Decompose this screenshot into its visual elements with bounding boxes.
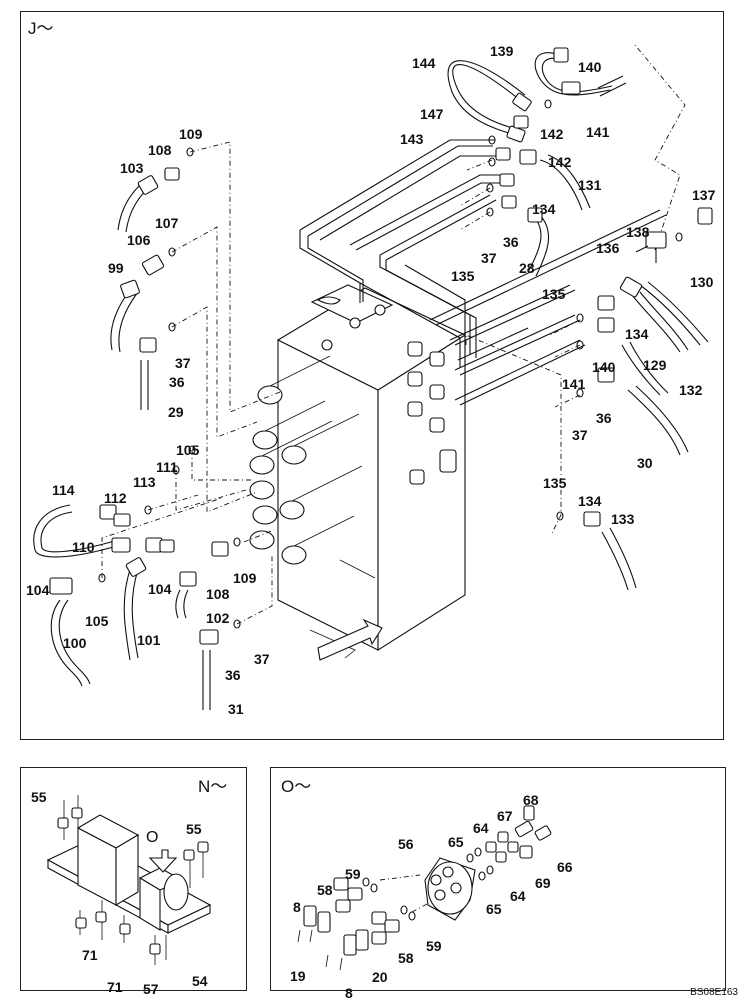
part-number-label: 67	[497, 808, 513, 824]
part-number-label: 37	[572, 427, 588, 443]
part-number-label: 37	[481, 250, 497, 266]
part-number-label: 101	[137, 632, 161, 648]
part-number-label: 106	[127, 232, 151, 248]
part-number-label: 111	[156, 459, 178, 475]
part-labels-n: 55 55 71 71 57 54	[31, 789, 208, 997]
part-number-label: 66	[557, 859, 573, 875]
part-number-label: 113	[133, 474, 156, 490]
leader-lines	[101, 44, 686, 625]
part-number-label: 112	[104, 490, 127, 506]
hoses-and-fittings	[33, 47, 713, 710]
part-number-label: 107	[155, 215, 179, 231]
part-number-label: 104	[148, 581, 172, 597]
part-number-label: 139	[490, 43, 514, 59]
part-number-label: 64	[510, 888, 526, 904]
part-number-label: 138	[626, 224, 650, 240]
o-section-header: O～	[281, 777, 312, 796]
part-number-label: 59	[426, 938, 442, 954]
part-number-label: 134	[625, 326, 649, 342]
part-number-label: 65	[448, 834, 464, 850]
part-number-label: 105	[176, 442, 200, 458]
part-number-label: 37	[175, 355, 191, 371]
part-number-label: 36	[503, 234, 519, 250]
part-number-label: 54	[192, 973, 208, 989]
part-number-label: 137	[692, 187, 716, 203]
part-number-label: 36	[169, 374, 185, 390]
part-number-label: 105	[85, 613, 109, 629]
main-section-header: J～	[28, 19, 54, 38]
part-number-label: 65	[486, 901, 502, 917]
part-number-label: 110	[72, 539, 95, 555]
part-number-label: 129	[643, 357, 667, 373]
part-number-label: 99	[108, 260, 124, 276]
part-number-label: 142	[548, 154, 572, 170]
n-section-artwork	[46, 795, 212, 965]
part-number-label: 19	[290, 968, 306, 984]
part-labels-o: 68 67 56 64 65 66 69 59 64 58 65 8 59 58 19 20 8	[290, 792, 573, 1000]
part-number-label: 100	[63, 635, 87, 651]
part-number-label: 104	[26, 582, 50, 598]
control-valve-body	[249, 284, 467, 659]
part-number-label: 109	[179, 126, 203, 142]
n-diagram-panel	[20, 767, 247, 991]
part-number-label: 31	[228, 701, 244, 717]
part-number-label: 57	[143, 981, 159, 997]
o-section-artwork	[297, 805, 552, 971]
part-number-label: 132	[679, 382, 703, 398]
part-number-label: 37	[254, 651, 270, 667]
part-number-label: 131	[578, 177, 602, 193]
part-number-label: 20	[372, 969, 388, 985]
part-number-label: 140	[578, 59, 602, 75]
part-number-label: 103	[120, 160, 144, 176]
valve-spool-caps	[249, 355, 363, 565]
part-number-label: 147	[420, 106, 444, 122]
part-number-label: 141	[586, 124, 610, 140]
part-number-label: 134	[532, 201, 556, 217]
part-number-label: 55	[186, 821, 202, 837]
pilot-tube-bundle	[299, 139, 667, 406]
part-number-label: 130	[690, 274, 714, 290]
part-number-label: 135	[542, 286, 566, 302]
view-o-marker: O	[146, 829, 159, 846]
part-number-label: 140	[592, 359, 616, 375]
part-number-label: 8	[293, 899, 301, 915]
part-number-label: 68	[523, 792, 539, 808]
part-number-label: 71	[107, 979, 123, 995]
part-number-label: 144	[412, 55, 436, 71]
part-number-label: 56	[398, 836, 414, 852]
part-number-label: 135	[451, 268, 475, 284]
part-number-label: 30	[637, 455, 653, 471]
part-number-label: 58	[317, 882, 333, 898]
part-number-label: 114	[52, 482, 75, 498]
part-number-label: 109	[233, 570, 257, 586]
part-number-label: 134	[578, 493, 602, 509]
part-number-label: 64	[473, 820, 489, 836]
part-number-label: 28	[519, 260, 535, 276]
part-number-label: 36	[596, 410, 612, 426]
part-number-label: 71	[82, 947, 98, 963]
part-number-label: 69	[535, 875, 551, 891]
part-number-label: 143	[400, 131, 424, 147]
part-number-label: 55	[31, 789, 47, 805]
part-number-label: 58	[398, 950, 414, 966]
part-number-label: 133	[611, 511, 635, 527]
part-number-label: 102	[206, 610, 230, 626]
part-number-label: 136	[596, 240, 620, 256]
part-number-label: 141	[562, 376, 586, 392]
o-rings-main	[98, 99, 683, 629]
part-number-label: 108	[148, 142, 172, 158]
part-number-label: 29	[168, 404, 184, 420]
part-number-label: 59	[345, 866, 361, 882]
drawing-reference-code: BS08E163	[690, 987, 738, 998]
part-number-label: 8	[345, 985, 353, 1000]
part-number-label: 108	[206, 586, 230, 602]
part-number-label: 36	[225, 667, 241, 683]
part-number-label: 135	[543, 475, 567, 491]
part-number-label: 142	[540, 126, 564, 142]
valve-right-ports	[407, 341, 457, 485]
n-section-header: N～	[198, 777, 228, 796]
